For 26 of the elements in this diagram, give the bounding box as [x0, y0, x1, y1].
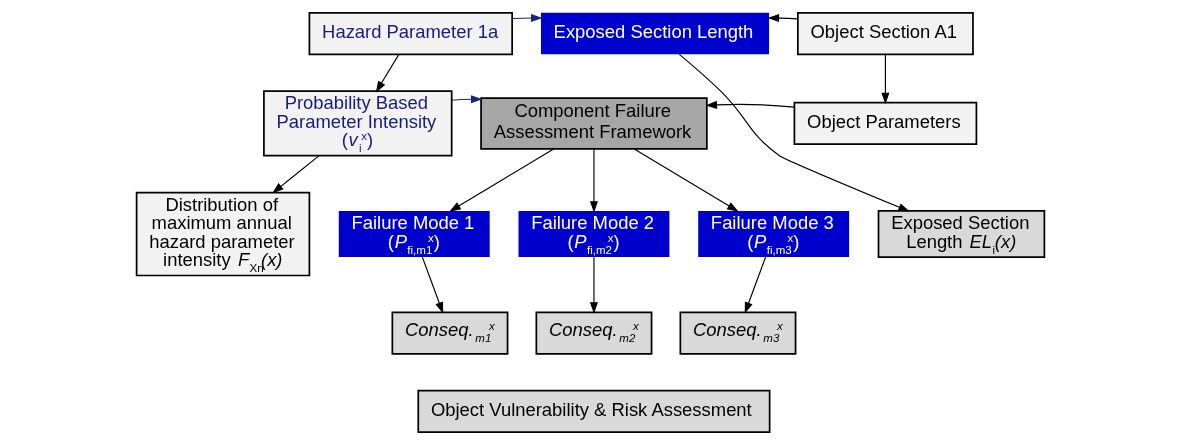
node-box: Exposed Section Length EL$_{i}$(x) — [877, 210, 1045, 258]
node-box: Object Vulnerability & Risk Assessment — [416, 389, 770, 434]
arrow — [448, 148, 554, 212]
node-box: Component Failure Assessment Framework — [479, 97, 708, 150]
arrow — [271, 155, 319, 194]
node-box: Object Parameters — [793, 101, 977, 146]
node-box: Exposed Section Length — [540, 12, 769, 55]
arrow — [511, 13, 543, 23]
node-box: Failure Mode 1 (P$_{fi,m1}$$^{x}$) — [338, 211, 490, 258]
arrow — [421, 256, 443, 314]
arrow — [767, 14, 798, 23]
node-box: Hazard Parameter 1a — [308, 11, 513, 56]
arrow — [589, 148, 598, 213]
arrow — [744, 256, 766, 314]
node-box: Probability Based Parameter Intensity (v$_{i}$$^{x}$) — [262, 90, 453, 157]
arrow — [589, 256, 598, 314]
arrow — [450, 95, 482, 104]
arrow — [705, 100, 795, 109]
node-box: Object Section A1 — [796, 11, 974, 56]
arrow — [880, 54, 889, 105]
node-box: Distribution of maximum annual hazard parameter intensity F$_{Xn}$(x) — [135, 191, 310, 277]
node-box: Failure Mode 2 (P$_{fi,m2}$$^{x}$) — [518, 211, 669, 258]
arrow — [633, 148, 739, 212]
node-box: Failure Mode 3 (P$_{fi,m3}$$^{x}$) — [697, 211, 849, 258]
arrow — [375, 54, 399, 93]
arrow — [678, 53, 910, 212]
